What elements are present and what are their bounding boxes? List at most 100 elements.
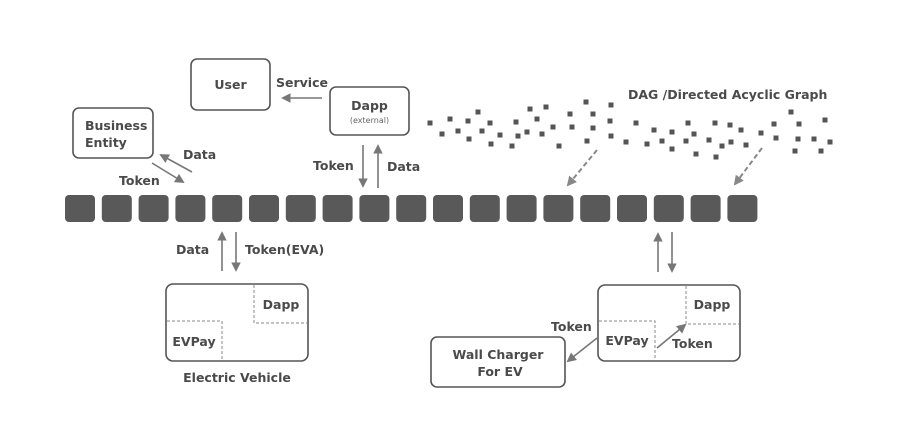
dag-dot-cloud xyxy=(427,99,833,160)
ev-data-label: Data xyxy=(176,242,209,257)
chain-block xyxy=(580,195,611,222)
dapp-external-node: Dapp (external) xyxy=(329,86,410,136)
dag-node xyxy=(685,120,691,126)
dag-node xyxy=(633,120,639,126)
dag-node xyxy=(811,136,817,142)
dag-node xyxy=(550,124,556,130)
dag-node xyxy=(497,132,503,138)
dag-node xyxy=(706,137,712,143)
chain-block xyxy=(469,195,500,222)
dag-node xyxy=(539,131,545,137)
dag-node xyxy=(683,138,689,144)
chain-block xyxy=(543,195,574,222)
chain-block xyxy=(138,195,169,222)
chain-block xyxy=(249,195,279,222)
charger-evpay-label: EVPay xyxy=(605,333,648,348)
dag-node xyxy=(771,121,777,127)
dag-node xyxy=(427,120,433,126)
chain-block xyxy=(506,195,537,222)
chain-block xyxy=(396,195,427,222)
be-data-label: Data xyxy=(183,147,216,162)
dag-anchor-arrow-1 xyxy=(566,149,598,187)
be-token-label: Token xyxy=(119,173,160,188)
dag-title: DAG /Directed Acyclic Graph xyxy=(628,87,827,102)
chain-block xyxy=(212,195,243,222)
wall-charger-line2: For EV xyxy=(477,364,523,379)
wall-charger-node: Wall Charger For EV xyxy=(430,336,566,388)
charger-inner-token-arrow xyxy=(656,323,687,349)
chain-block xyxy=(285,195,316,222)
ev-evpay-region xyxy=(167,320,223,360)
dag-node xyxy=(543,104,549,110)
chain-block xyxy=(101,195,132,222)
dag-node xyxy=(659,138,665,144)
dapp-token-label: Token xyxy=(313,158,354,173)
dag-node xyxy=(827,139,833,145)
chain-block xyxy=(617,195,647,222)
dag-node xyxy=(727,122,733,128)
ev-dapp-region xyxy=(253,285,307,324)
dapp-external-label: Dapp xyxy=(351,98,388,113)
electric-vehicle-node: Dapp EVPay Electric Vehicle xyxy=(165,283,309,385)
dag-node xyxy=(488,141,494,147)
dag-anchor-arrow-2 xyxy=(733,147,763,186)
ev-evpay-label: EVPay xyxy=(172,334,215,349)
dag-node xyxy=(583,99,589,105)
dag-node xyxy=(738,127,744,133)
dapp-external-sublabel: (external) xyxy=(350,116,389,125)
dag-node xyxy=(691,131,697,137)
chain-block xyxy=(359,195,390,222)
chain-block xyxy=(322,195,353,222)
dag-node xyxy=(607,118,613,124)
dag-node xyxy=(773,135,779,141)
dag-node xyxy=(693,151,699,157)
wall-charger-line1: Wall Charger xyxy=(453,347,545,362)
charger-token-arrow xyxy=(566,337,598,363)
service-label: Service xyxy=(276,75,328,90)
dag-node xyxy=(644,141,650,147)
dag-node xyxy=(651,127,657,133)
dag-node xyxy=(439,131,445,137)
dag-node xyxy=(556,143,562,149)
dag-node xyxy=(479,128,485,134)
ev-caption: Electric Vehicle xyxy=(183,370,291,385)
dapp-data-label: Data xyxy=(387,159,420,174)
charger-dapp-label: Dapp xyxy=(694,297,731,312)
ev-dapp-label: Dapp xyxy=(263,297,300,312)
dag-node xyxy=(669,146,675,152)
dag-node xyxy=(487,120,493,126)
be-token-arrow xyxy=(151,162,185,184)
user-label: User xyxy=(214,77,247,92)
dag-node xyxy=(584,138,590,144)
dag-node xyxy=(818,148,824,154)
dag-node xyxy=(567,111,573,117)
dag-node xyxy=(743,142,749,148)
blockchain-row xyxy=(65,195,758,222)
dag-node xyxy=(758,130,764,136)
dag-node xyxy=(728,139,734,145)
dag-node xyxy=(455,128,461,134)
business-entity-line1: Business xyxy=(85,118,147,133)
dag-node xyxy=(534,116,540,122)
charger-inner-token-label: Token xyxy=(672,336,713,351)
ev-token-label: Token(EVA) xyxy=(245,242,324,257)
charger-evpay-region xyxy=(599,320,656,360)
dag-node xyxy=(509,143,515,149)
dag-node xyxy=(447,116,453,122)
dag-node xyxy=(795,136,801,142)
charger-token-label: Token xyxy=(551,319,592,334)
chain-block xyxy=(653,195,684,222)
dag-node xyxy=(712,120,718,126)
dag-node xyxy=(590,125,596,131)
dag-node xyxy=(569,124,575,130)
business-entity-node: Business Entity xyxy=(72,107,154,159)
dag-node xyxy=(475,109,481,115)
dag-node xyxy=(788,109,794,115)
chain-block xyxy=(65,195,95,222)
charger-device-node: Dapp EVPay Token xyxy=(597,284,741,362)
dag-node xyxy=(590,111,596,117)
dag-node xyxy=(792,148,798,154)
dag-node xyxy=(608,102,614,108)
dag-node xyxy=(513,119,519,125)
